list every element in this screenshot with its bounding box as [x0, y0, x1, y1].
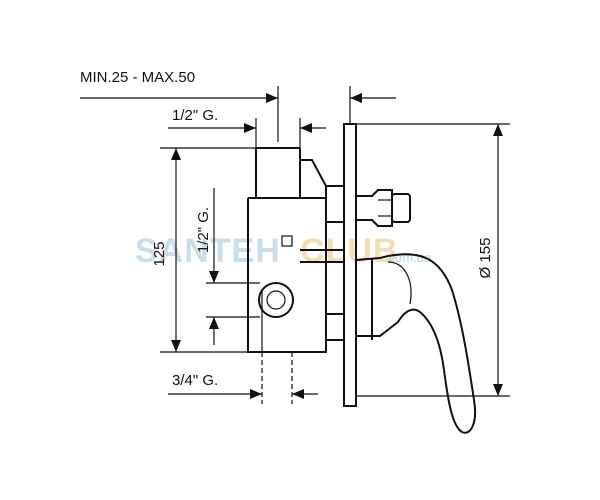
lever-handle	[355, 253, 476, 434]
label-side-thread: 1/2" G.	[195, 207, 212, 253]
label-bottom-thread: 3/4" G.	[172, 372, 218, 389]
dimension-plate-diameter: Ø 155	[356, 123, 510, 397]
label-top-thread: 1/2" G.	[172, 107, 218, 124]
label-height: 125	[151, 241, 168, 266]
dimension-top-thread: 1/2" G.	[168, 107, 326, 148]
side-port-circle	[258, 282, 294, 318]
dimension-side-thread: 1/2" G.	[195, 188, 260, 345]
label-plate-diameter: Ø 155	[477, 238, 494, 279]
valve-body	[247, 147, 344, 353]
watermark: SANTEH CLUB .com.ua	[135, 232, 432, 270]
watermark-part-a: SANTEH	[135, 232, 281, 270]
dimension-height: 125	[151, 147, 256, 353]
label-depth-range: MIN.25 - MAX.50	[80, 69, 195, 86]
diverter-knob	[356, 189, 411, 227]
dimension-depth-range: MIN.25 - MAX.50	[80, 69, 396, 142]
dimension-bottom-thread: 3/4" G.	[168, 352, 318, 404]
